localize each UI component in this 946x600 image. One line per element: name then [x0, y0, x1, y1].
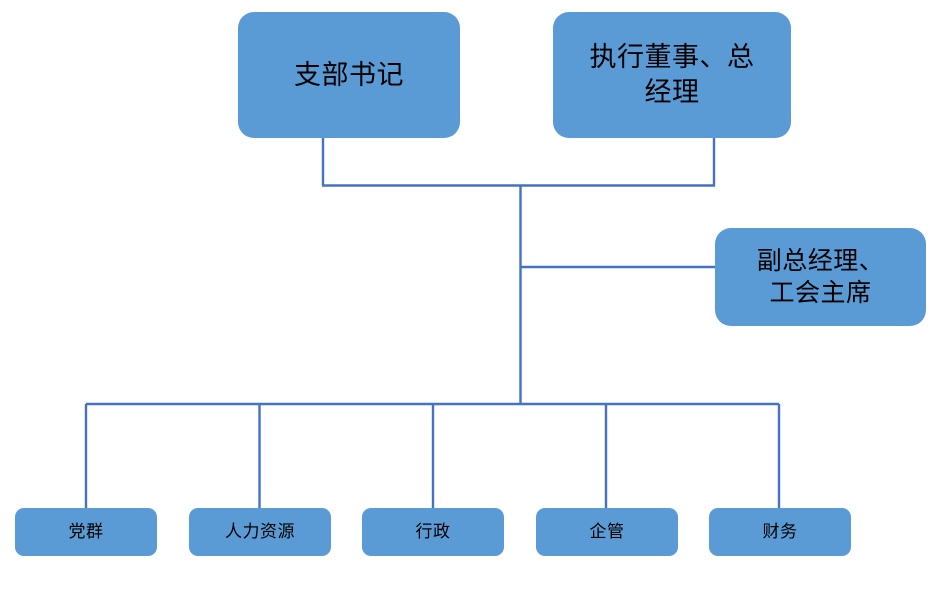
- node-human-resources[interactable]: 人力资源: [189, 508, 331, 556]
- node-secretary[interactable]: 支部书记: [238, 12, 460, 138]
- node-executive-director[interactable]: 执行董事、总 经理: [553, 12, 791, 138]
- node-party-affairs[interactable]: 党群: [15, 508, 157, 556]
- node-deputy-general-manager[interactable]: 副总经理、 工会主席: [715, 228, 926, 326]
- node-administration[interactable]: 行政: [362, 508, 504, 556]
- node-finance[interactable]: 财务: [709, 508, 851, 556]
- node-enterprise-management[interactable]: 企管: [536, 508, 678, 556]
